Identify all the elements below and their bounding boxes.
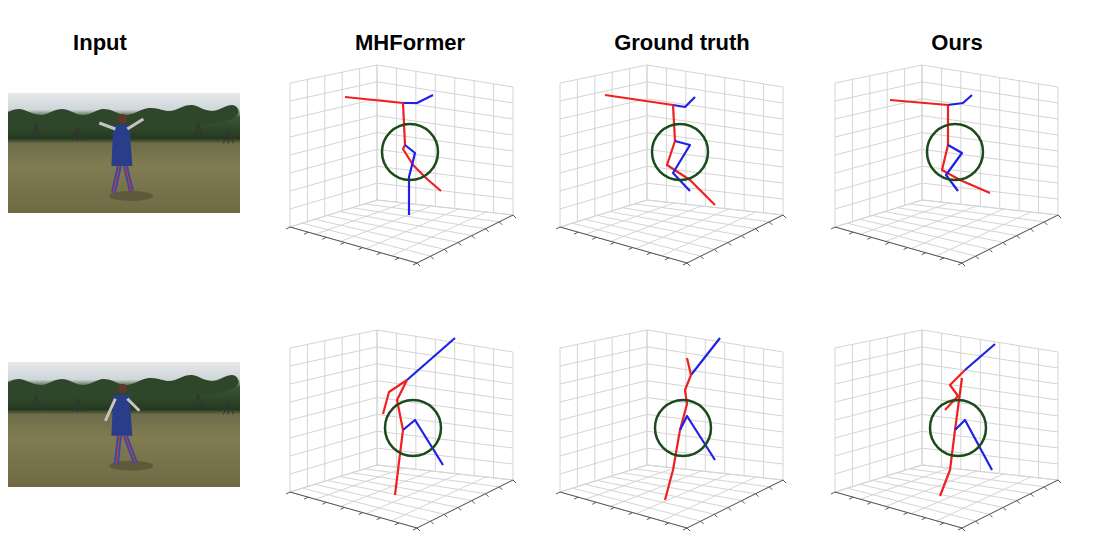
skeleton-limb — [680, 375, 691, 430]
skeleton-limb — [395, 430, 403, 495]
pose-plot — [286, 65, 516, 266]
highlight-circle — [382, 124, 438, 180]
skeleton-limb — [345, 97, 403, 103]
pose-plot — [556, 330, 786, 531]
skeleton-limb — [890, 100, 948, 105]
skeleton-limb — [665, 430, 680, 500]
input-photo — [8, 362, 240, 487]
column-header: MHFormer — [355, 30, 465, 56]
skeleton-limb — [691, 338, 720, 375]
highlight-circle — [655, 400, 711, 456]
skeleton-limb — [946, 145, 962, 191]
pose-plot — [286, 330, 516, 531]
skeleton-limb — [965, 344, 995, 370]
skeleton-limb — [687, 358, 691, 375]
pose-plot — [556, 65, 786, 266]
skeleton-limb — [940, 430, 955, 496]
skeleton-limb — [403, 95, 433, 103]
column-header: Ground truth — [614, 30, 750, 56]
skeleton-limb — [948, 95, 972, 105]
highlight-circle — [652, 124, 708, 180]
column-header: Ours — [931, 30, 982, 56]
skeleton-limb — [673, 97, 695, 107]
skeleton-limb — [605, 95, 673, 105]
pose-plot — [831, 330, 1061, 531]
pose-plot — [831, 65, 1061, 266]
column-header: Input — [73, 30, 127, 56]
skeleton-limb — [673, 105, 675, 141]
highlight-circle — [930, 400, 986, 456]
highlight-circle — [385, 400, 441, 456]
skeleton-limb — [945, 370, 965, 410]
highlight-circle — [927, 124, 983, 180]
skeleton-limb — [673, 141, 690, 191]
skeleton-limb — [955, 378, 962, 430]
skeleton-limb — [407, 338, 455, 380]
input-photo — [8, 93, 240, 213]
